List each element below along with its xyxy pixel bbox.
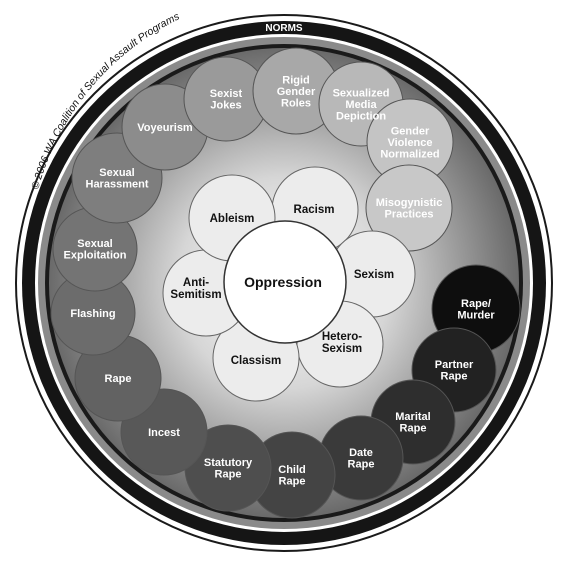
inner-petal-label: Sexism bbox=[354, 269, 394, 281]
center-label: Oppression bbox=[244, 274, 322, 290]
inner-petal-label: Hetero-Sexism bbox=[322, 331, 362, 355]
spiral-label: Rape/Murder bbox=[457, 298, 495, 322]
spiral-circle bbox=[365, 164, 453, 252]
center-circle bbox=[223, 220, 347, 344]
spiral-label: Voyeurism bbox=[137, 122, 193, 134]
inner-petal-label: Ableism bbox=[210, 213, 255, 225]
norms-label: NORMS bbox=[265, 23, 303, 34]
inner-petal-label: Racism bbox=[294, 204, 335, 216]
spiral-label: Rape bbox=[105, 373, 132, 385]
inner-petal-label: Classism bbox=[231, 355, 282, 367]
spiral-label: Incest bbox=[148, 427, 180, 439]
spiral-item bbox=[365, 164, 453, 252]
inner-petal-label: Anti-Semitism bbox=[170, 277, 221, 301]
spiral-label: Flashing bbox=[70, 308, 115, 320]
